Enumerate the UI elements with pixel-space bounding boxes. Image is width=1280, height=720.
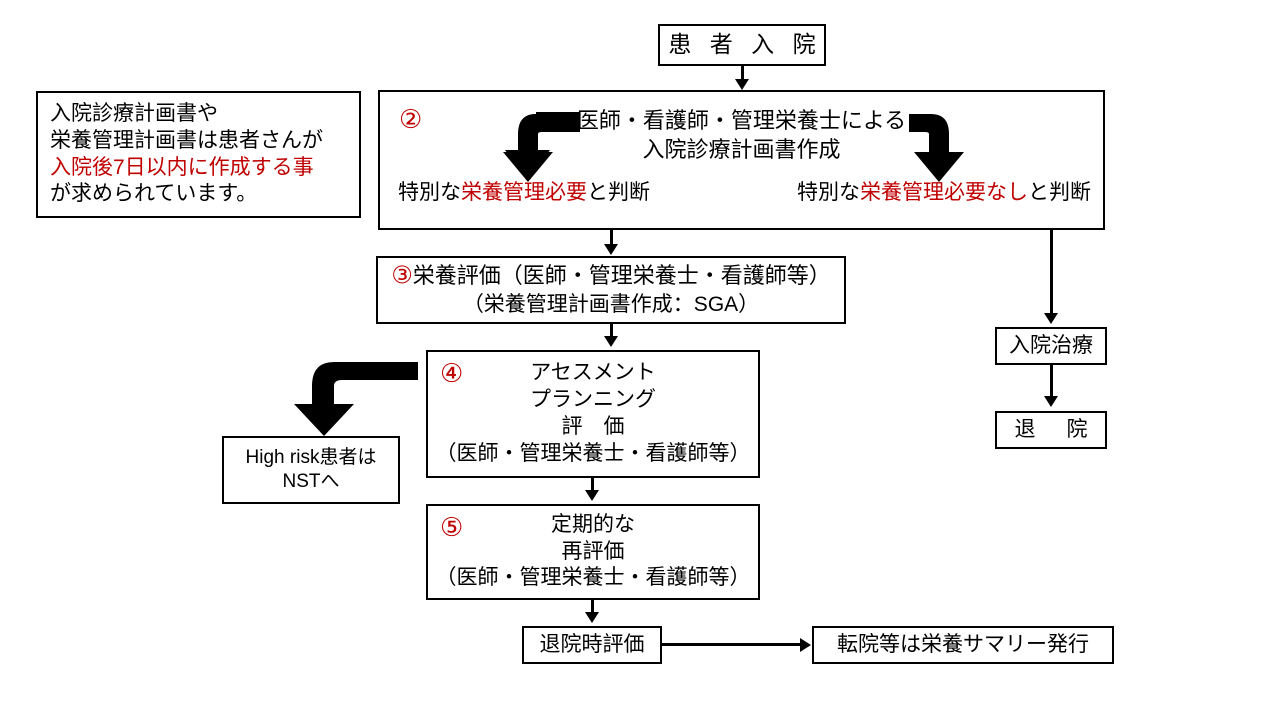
node-inpatient-treatment: 入院治療 <box>995 327 1107 365</box>
node-periodic-reassessment: 定期的な 再評価 （医師・管理栄養士・看護師等） <box>426 504 760 600</box>
assess-line-1: アセスメント <box>530 361 656 385</box>
assess-line-4: （医師・管理栄養士・看護師等） <box>435 441 751 465</box>
arrowhead-assess-to-reassess <box>585 490 599 501</box>
plan-branch-left-post: と判断 <box>587 181 650 204</box>
arrowhead-plan-to-eval3 <box>604 244 618 255</box>
node-transfer-nutrition-summary: 転院等は栄養サマリー発行 <box>812 626 1114 664</box>
step-marker-4: ④ <box>440 358 464 388</box>
node-assessment-planning: アセスメント プランニング 評 価 （医師・管理栄養士・看護師等） <box>426 350 760 478</box>
node-high-risk-nst: High risk患者は NSTへ <box>222 436 400 504</box>
connector-inpatient-to-leave <box>1050 365 1053 397</box>
eval3-line-2: （栄養管理計画書作成：SGA） <box>462 292 760 316</box>
thick-elbow-arrow-left <box>503 112 580 182</box>
plan-branch-right-pre: 特別な <box>797 181 860 204</box>
nst-line-2: NSTへ <box>282 471 340 492</box>
discharge-eval-label: 退院時評価 <box>539 632 645 656</box>
plan-heading: 医師・看護師・管理栄養士による 入院診療計画書作成 <box>380 106 1103 165</box>
eval3-line-1: ③栄養評価（医師・管理栄養士・看護師等） <box>391 261 831 292</box>
plan-heading-line-1: 医師・看護師・管理栄養士による <box>576 108 907 133</box>
node-patient-admission: 患 者 入 院 <box>658 24 826 66</box>
thick-elbow-arrow-to-nst <box>294 362 418 436</box>
arrowhead-discharge-eval-to-summary <box>800 638 811 652</box>
note-line-2: 栄養管理計画書は患者さんが <box>50 128 323 152</box>
plan-branch-right: 特別な栄養管理必要なしと判断 <box>797 180 1091 207</box>
connector-admission-to-plan <box>741 66 744 81</box>
node-nutrition-evaluation: ③栄養評価（医師・管理栄養士・看護師等） （栄養管理計画書作成：SGA） <box>376 256 846 324</box>
note-line-3-highlight: 入院後7日以内に作成する事 <box>50 155 314 179</box>
arrowhead-admission-to-plan <box>735 79 749 90</box>
reassess-line-2: 再評価 <box>561 539 625 563</box>
thick-elbow-arrow-right <box>909 114 964 182</box>
leave-label: 退 院 <box>1014 417 1093 441</box>
step-marker-3: ③ <box>391 262 413 290</box>
node-discharge: 退 院 <box>995 411 1107 449</box>
arrowhead-reassess-to-discharge-eval <box>585 612 599 623</box>
node-patient-admission-label: 患 者 入 院 <box>668 31 822 58</box>
node-discharge-evaluation: 退院時評価 <box>522 626 662 664</box>
reassess-line-3: （医師・管理栄養士・看護師等） <box>435 566 751 590</box>
plan-branch-right-post: と判断 <box>1028 181 1091 204</box>
connector-assess-to-reassess <box>591 478 594 492</box>
step-marker-5: ⑤ <box>440 512 464 542</box>
connector-discharge-eval-to-summary <box>662 643 802 646</box>
nst-line-1: High risk患者は <box>245 446 377 468</box>
reassess-line-1: 定期的な <box>551 512 635 536</box>
plan-branch-right-highlight: 栄養管理必要なし <box>860 181 1028 204</box>
arrowhead-eval3-to-assess <box>604 336 618 347</box>
arrowhead-plan-to-inpatient <box>1044 313 1058 324</box>
eval3-line-1-text: 栄養評価（医師・管理栄養士・看護師等） <box>412 263 831 289</box>
step-marker-2: ② <box>399 104 423 134</box>
connector-plan-to-inpatient <box>1050 230 1053 315</box>
note-line-4: が求められています。 <box>50 182 258 206</box>
connector-reassess-to-discharge-eval <box>591 600 594 614</box>
plan-heading-line-2: 入院診療計画書作成 <box>642 137 841 163</box>
summary-label: 転院等は栄養サマリー発行 <box>837 632 1089 656</box>
node-inpatient-care-plan: 医師・看護師・管理栄養士による 入院診療計画書作成 特別な栄養管理必要と判断 特… <box>378 90 1105 230</box>
plan-branch-left-pre: 特別な <box>398 181 461 204</box>
inpatient-label: 入院治療 <box>1009 333 1093 357</box>
connector-plan-to-eval3-stub <box>610 230 613 248</box>
connector-eval3-to-assess <box>610 324 613 338</box>
arrowhead-inpatient-to-leave <box>1044 396 1058 407</box>
plan-branch-left-highlight: 栄養管理必要 <box>461 181 587 204</box>
note-box-planning-deadline: 入院診療計画書や 栄養管理計画書は患者さんが 入院後7日以内に作成する事 が求め… <box>36 91 361 218</box>
assess-line-2: プランニング <box>530 388 656 412</box>
note-line-1: 入院診療計画書や <box>50 101 218 125</box>
assess-line-3: 評 価 <box>561 415 625 438</box>
plan-branch-left: 特別な栄養管理必要と判断 <box>398 180 650 207</box>
